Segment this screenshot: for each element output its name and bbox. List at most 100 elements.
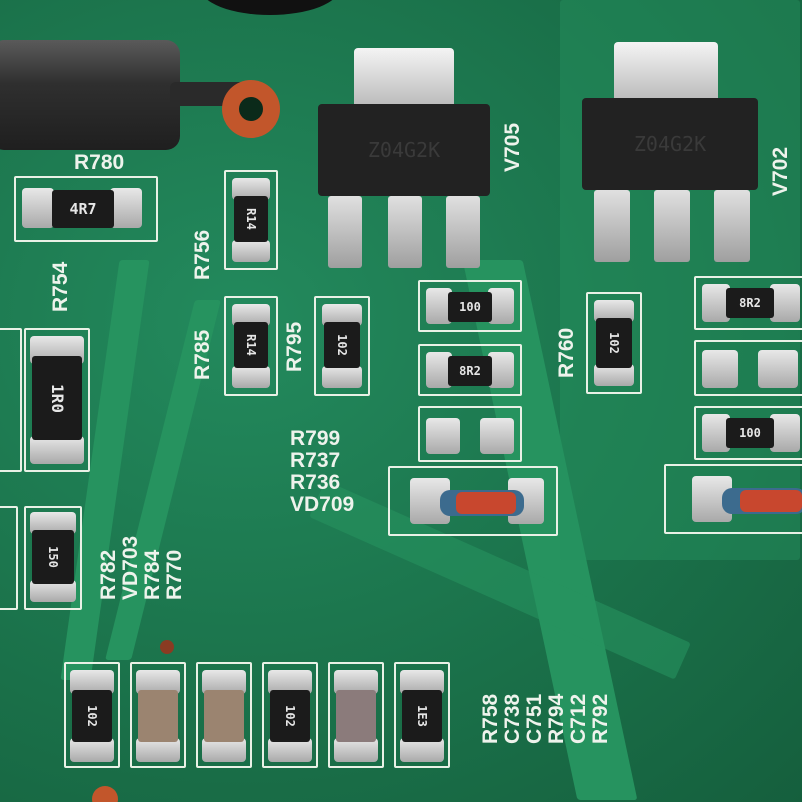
outline-bottom-2 xyxy=(130,662,186,768)
transistor-v702: Z04G2K xyxy=(582,98,758,190)
pad xyxy=(30,436,84,464)
resistor-bottom-4: 102 xyxy=(270,690,310,742)
label-r737: R737 xyxy=(290,449,341,472)
label-r754: R754 xyxy=(49,261,72,312)
marking-r756: R14 xyxy=(244,208,258,230)
capacitor-bottom-5 xyxy=(336,690,376,742)
marking-left-mid: 1R0 xyxy=(47,383,67,413)
diode-band xyxy=(456,492,516,514)
resistor-r760: 102 xyxy=(596,318,632,368)
outline-bottom-6 xyxy=(394,662,450,768)
marking-r795: 102 xyxy=(335,334,349,356)
resistor-r756: R14 xyxy=(234,196,268,242)
axial-diode xyxy=(0,40,180,150)
pad xyxy=(202,738,246,762)
pad xyxy=(770,414,800,452)
pad xyxy=(488,352,514,388)
pad xyxy=(322,366,362,388)
marking-bottom-1: 102 xyxy=(85,705,99,727)
pad xyxy=(594,300,634,322)
pad xyxy=(22,188,54,228)
via-hole xyxy=(222,80,280,138)
pad xyxy=(758,350,798,388)
label-r785: R785 xyxy=(191,329,214,380)
resistor-right-100: 100 xyxy=(726,418,774,448)
resistor-bottom-1: 102 xyxy=(72,690,112,742)
label-r782: R782 xyxy=(97,549,120,600)
label-r758: R758 xyxy=(479,693,502,744)
pad xyxy=(770,284,800,322)
transistor-tab xyxy=(614,42,718,102)
transistor-leg xyxy=(446,196,480,268)
label-c738: C738 xyxy=(501,693,524,744)
label-v705: V705 xyxy=(501,122,524,172)
outline-right-diode xyxy=(664,464,802,534)
capacitor-bottom-2 xyxy=(138,690,178,742)
outline-left-edge2 xyxy=(0,506,18,610)
pad xyxy=(426,352,452,388)
pad xyxy=(70,738,114,762)
resistor-r799: 100 xyxy=(448,292,492,322)
label-r756: R756 xyxy=(191,229,214,280)
label-v702: V702 xyxy=(769,146,792,196)
outline-r795 xyxy=(314,296,370,396)
pad xyxy=(268,738,312,762)
transistor-leg xyxy=(388,196,422,268)
outline-left-edge xyxy=(0,328,22,472)
via-hole xyxy=(160,640,174,654)
label-stack-bottom: R758 C738 C751 R794 C712 R792 xyxy=(479,693,612,744)
transistor-v705: Z04G2K xyxy=(318,104,490,196)
label-r760: R760 xyxy=(555,327,578,378)
marking-bottom-6: 1E3 xyxy=(415,705,429,727)
label-vd709: VD709 xyxy=(290,493,355,516)
pad xyxy=(426,418,460,454)
outline-r785 xyxy=(224,296,278,396)
marking-bottom-4: 102 xyxy=(283,705,297,727)
label-c712: C712 xyxy=(567,693,590,744)
outline-vd709 xyxy=(388,466,558,536)
outline-r736 xyxy=(418,406,522,462)
outline-right-100 xyxy=(694,406,802,460)
outline-left-mid xyxy=(24,328,90,472)
pad xyxy=(30,512,76,534)
label-r780: R780 xyxy=(74,151,125,174)
diode-band xyxy=(740,490,802,512)
pad xyxy=(30,580,76,602)
outline-r756 xyxy=(224,170,278,270)
pad xyxy=(702,414,730,452)
pad xyxy=(334,738,378,762)
pad xyxy=(426,288,452,324)
capacitor-bottom-3 xyxy=(204,690,244,742)
outline-r799 xyxy=(418,280,522,332)
resistor-left-mid: 1R0 xyxy=(32,356,82,440)
pad xyxy=(400,738,444,762)
label-r792: R792 xyxy=(589,693,612,744)
resistor-bottom-6: 1E3 xyxy=(402,690,442,742)
marking-r785: R14 xyxy=(244,334,258,356)
resistor-r795: 102 xyxy=(324,322,360,368)
label-c751: C751 xyxy=(523,693,546,744)
pad xyxy=(488,288,514,324)
outline-right-top xyxy=(694,276,802,330)
outline-r760 xyxy=(586,292,642,394)
outline-r780 xyxy=(14,176,158,242)
label-r784: R784 xyxy=(141,549,164,600)
pad xyxy=(702,284,730,322)
pad xyxy=(136,738,180,762)
transistor-leg xyxy=(714,190,750,262)
pad xyxy=(594,364,634,386)
capacitor-top xyxy=(200,0,340,15)
outline-left-150 xyxy=(24,506,82,610)
outline-bottom-3 xyxy=(196,662,252,768)
transistor-leg xyxy=(328,196,362,268)
label-r794: R794 xyxy=(545,693,568,744)
pad xyxy=(480,418,514,454)
label-r795: R795 xyxy=(283,321,306,372)
marking-r760: 102 xyxy=(607,332,621,354)
label-r799: R799 xyxy=(290,427,341,450)
label-stack-left: R782 VD703 R784 R770 xyxy=(97,536,186,600)
transistor-leg xyxy=(654,190,690,262)
label-r770: R770 xyxy=(163,549,186,600)
label-stack-center: R799 R737 R736 VD709 xyxy=(290,428,354,516)
